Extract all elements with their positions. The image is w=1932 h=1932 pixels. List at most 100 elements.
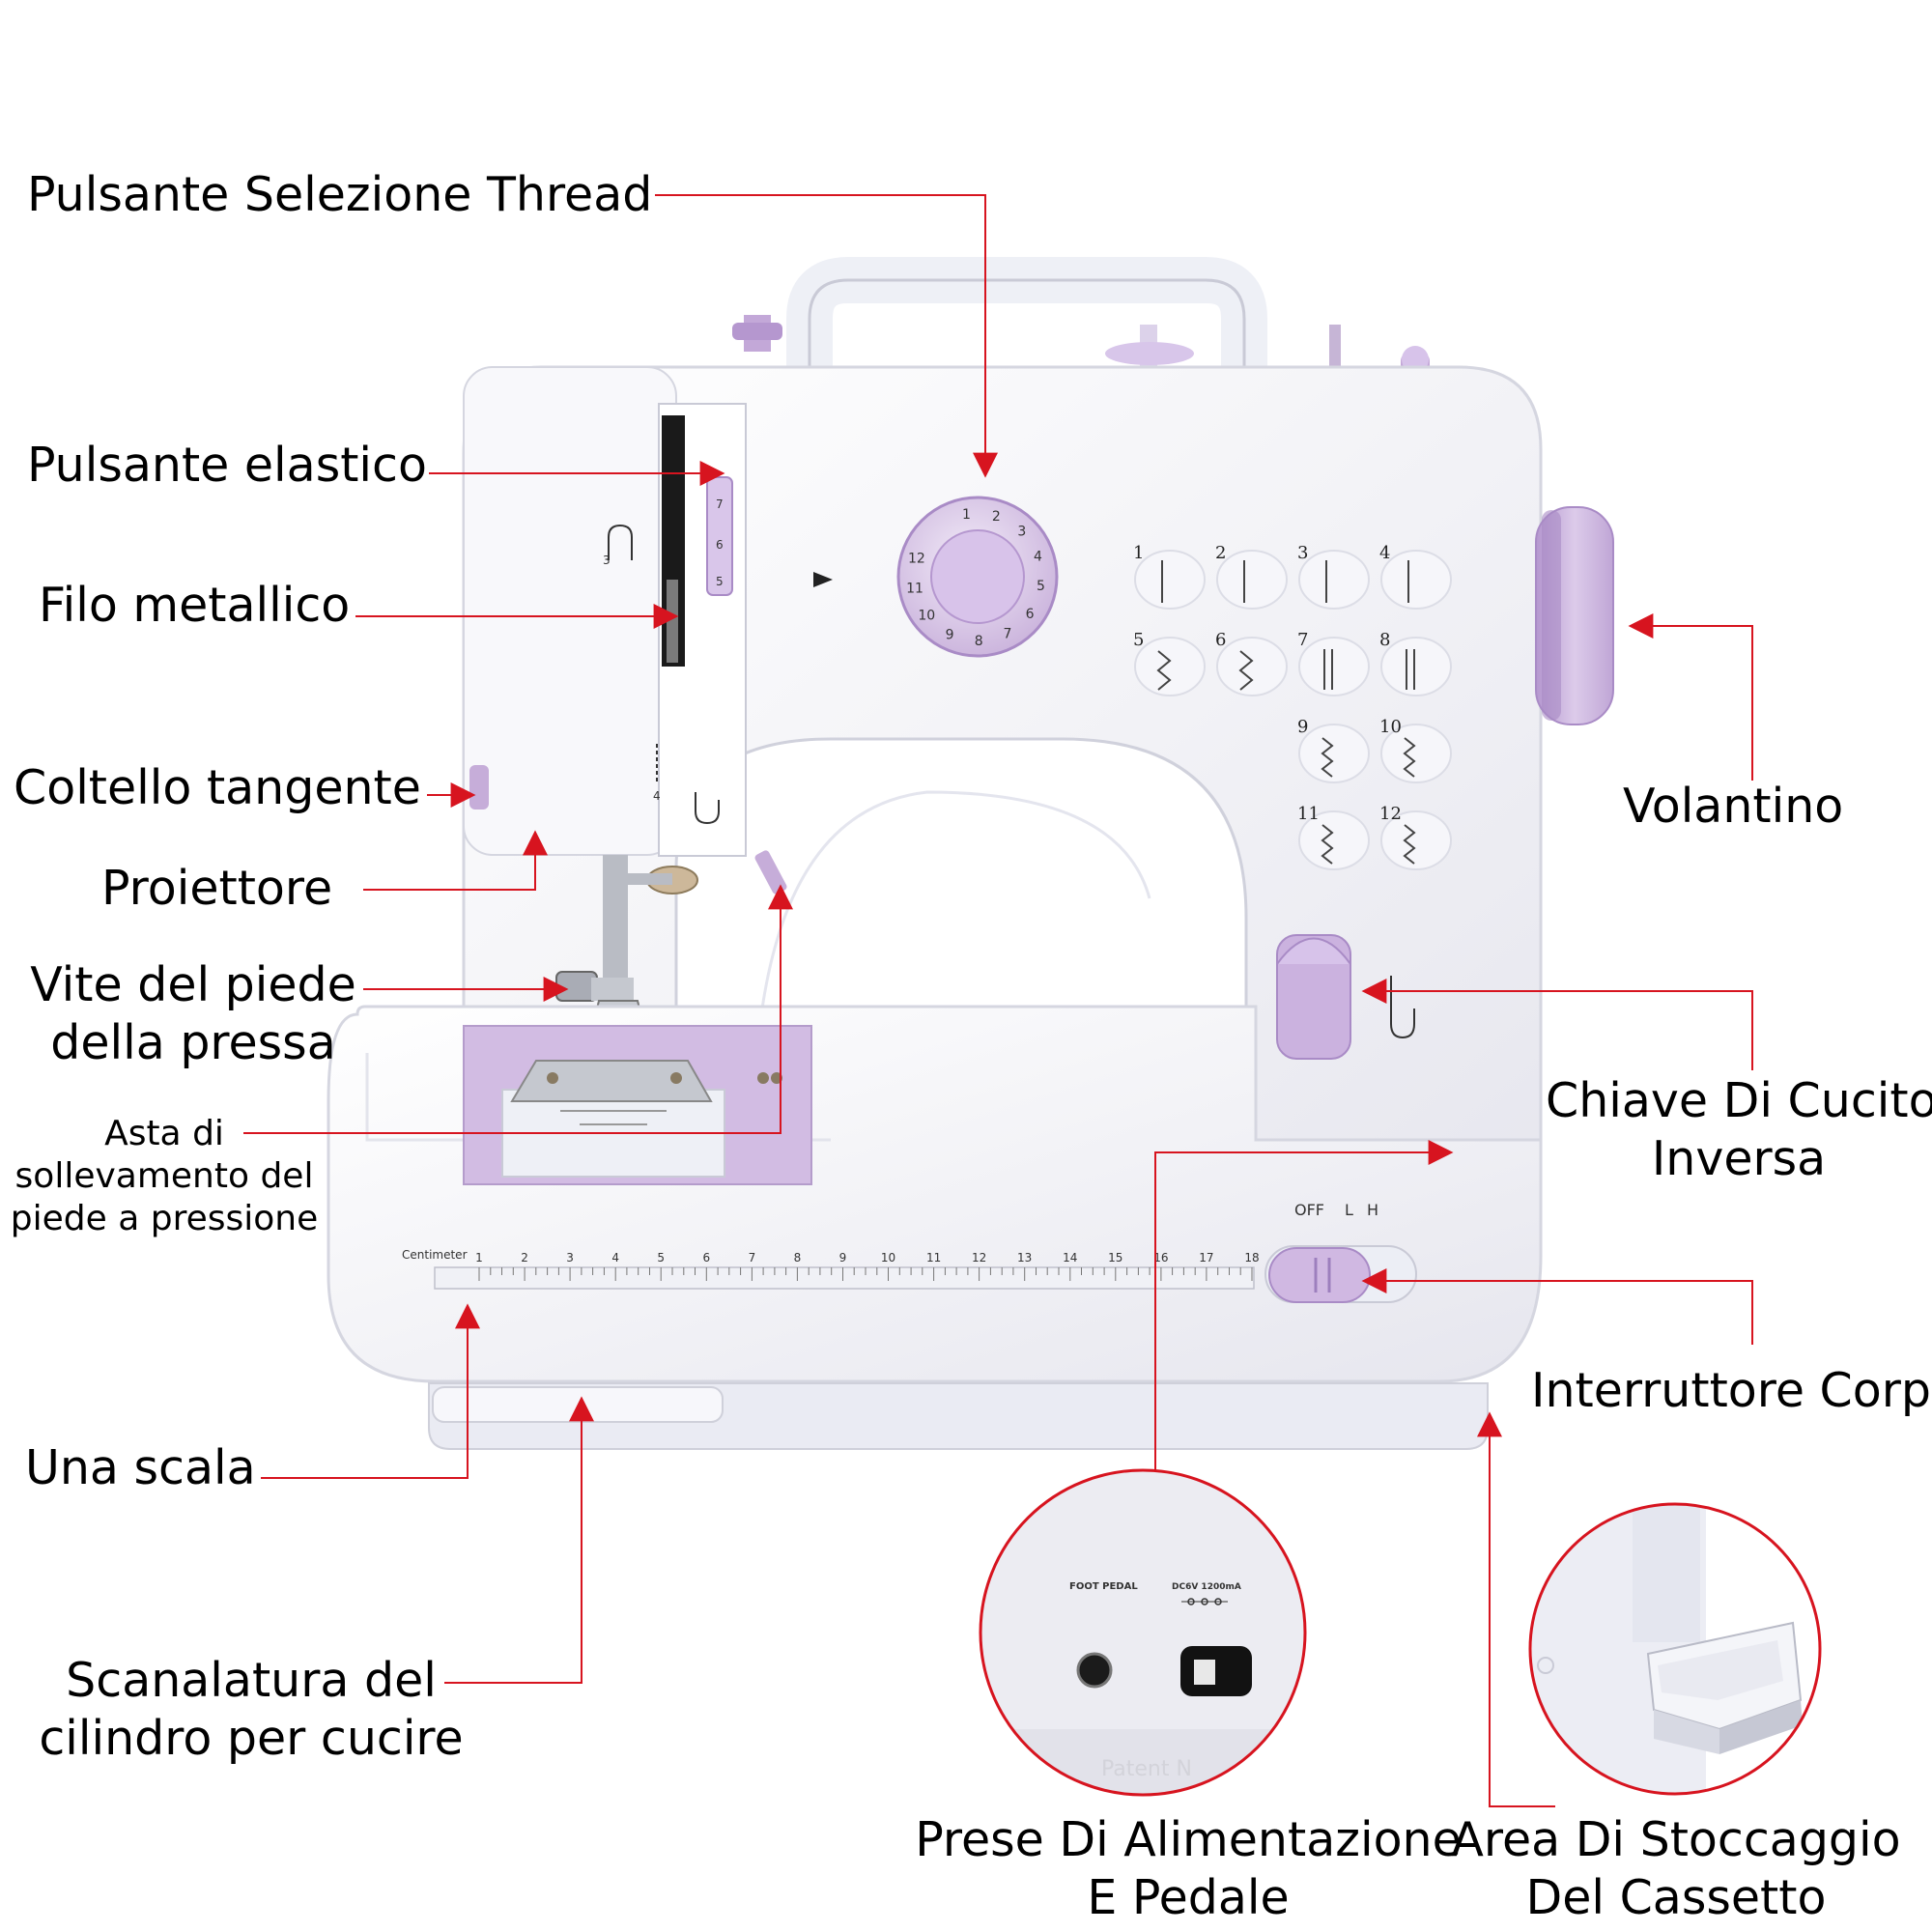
ruler-number: 9 xyxy=(839,1251,847,1264)
dc-power-socket[interactable] xyxy=(1180,1646,1252,1696)
thread-cutter xyxy=(469,765,489,810)
ruler-number: 5 xyxy=(657,1251,665,1264)
power-socket-inset: FOOT PEDAL DC6V 1200mA Patent N xyxy=(979,1468,1307,1797)
stitch-button[interactable]: 8 xyxy=(1379,630,1452,696)
leader-lifting-rod xyxy=(243,884,793,1134)
label-line: piede a pressione xyxy=(10,1198,319,1238)
label-line: Inversa xyxy=(1651,1130,1827,1186)
ruler-number: 7 xyxy=(749,1251,756,1264)
stitch-number: 12 xyxy=(1379,804,1402,824)
ruler-unit: Centimeter xyxy=(402,1248,468,1262)
stitch-button[interactable]: 4 xyxy=(1379,543,1452,610)
leader-thread-button xyxy=(655,194,998,478)
label-line: Vite del piede xyxy=(30,957,356,1012)
stitch-button[interactable]: 9 xyxy=(1297,717,1370,783)
label-line: Chiave Di Cucito xyxy=(1546,1073,1932,1128)
stitch-button[interactable]: 6 xyxy=(1215,630,1288,696)
ruler-number: 12 xyxy=(972,1251,986,1264)
stitch-button[interactable]: 11 xyxy=(1297,804,1370,870)
stitch-button[interactable]: 2 xyxy=(1215,543,1288,610)
leader-handwheel xyxy=(1628,613,1753,781)
handwheel[interactable] xyxy=(1535,506,1614,725)
tension-dial: 7 6 5 xyxy=(706,476,733,596)
stitch-glyph-icon xyxy=(1323,649,1333,690)
ruler-number: 16 xyxy=(1153,1251,1168,1264)
label-metal-wire: Filo metallico xyxy=(39,578,351,633)
label-line: della pressa xyxy=(50,1014,336,1070)
stitch-glyph-icon xyxy=(1156,650,1172,691)
dial-number: 4 xyxy=(1034,550,1042,565)
stitch-number: 10 xyxy=(1379,717,1402,737)
dial-number: 7 xyxy=(1004,626,1012,641)
leader-ruler xyxy=(261,1303,480,1479)
stitch-glyph-icon xyxy=(1238,650,1254,691)
leader-reverse-key xyxy=(1361,979,1753,1070)
leader-cylinder-groove xyxy=(444,1396,594,1684)
stitch-number: 9 xyxy=(1297,717,1308,737)
stitch-number: 3 xyxy=(1297,543,1308,563)
tension-dial-number: 7 xyxy=(716,497,724,511)
label-line: Scanalatura del xyxy=(66,1653,437,1708)
direction-arrow-icon xyxy=(813,572,833,587)
stitch-glyph-icon xyxy=(1321,824,1334,865)
patent-text: Patent N xyxy=(1101,1757,1192,1781)
ruler-number: 11 xyxy=(926,1251,941,1264)
stitch-number: 2 xyxy=(1215,543,1226,563)
ruler-number: 8 xyxy=(794,1251,802,1264)
stitch-button[interactable]: 5 xyxy=(1133,630,1206,696)
stitch-number: 4 xyxy=(1379,543,1390,563)
label-drawer-storage: Area Di Stoccaggio Del Cassetto xyxy=(1439,1811,1913,1927)
label-line: cilindro per cucire xyxy=(39,1710,464,1766)
label-projector: Proiettore xyxy=(101,861,333,916)
label-cylinder-groove: Scanalatura del cilindro per cucire xyxy=(19,1652,483,1768)
reverse-lever[interactable] xyxy=(1276,934,1415,1060)
stitch-glyph-icon xyxy=(1403,737,1416,778)
stitch-glyph-icon xyxy=(1321,737,1334,778)
leader-power-sockets xyxy=(1154,1140,1454,1472)
label-line: Area Di Stoccaggio xyxy=(1451,1812,1901,1867)
stitch-button[interactable]: 12 xyxy=(1379,804,1452,870)
stitch-number: 8 xyxy=(1379,630,1390,650)
switch-low-label: L xyxy=(1345,1201,1353,1219)
ruler-number: 1 xyxy=(475,1251,483,1264)
stitch-glyph-icon xyxy=(1403,824,1416,865)
label-tangent-knife: Coltello tangente xyxy=(14,760,421,815)
dial-number: 9 xyxy=(946,627,954,642)
callout-lines xyxy=(243,194,1753,1807)
stitch-button[interactable]: 3 xyxy=(1297,543,1370,610)
ruler-number: 14 xyxy=(1063,1251,1077,1264)
presser-foot-screw[interactable] xyxy=(555,971,598,1002)
ruler-number: 15 xyxy=(1108,1251,1122,1264)
ruler-number: 3 xyxy=(566,1251,574,1264)
foot-pedal-socket[interactable] xyxy=(1076,1652,1113,1689)
dial-number: 2 xyxy=(992,509,1001,525)
label-ruler: Una scala xyxy=(25,1440,256,1495)
label-handwheel: Volantino xyxy=(1623,779,1844,834)
stitch-number: 6 xyxy=(1215,630,1226,650)
ruler-number: 13 xyxy=(1017,1251,1032,1264)
switch-high-label: H xyxy=(1367,1201,1378,1219)
needle-plate xyxy=(463,1025,812,1185)
stitch-number: 5 xyxy=(1133,630,1144,650)
stitch-button[interactable]: 10 xyxy=(1379,717,1452,783)
label-line: sollevamento del xyxy=(14,1155,314,1196)
dial-number: 11 xyxy=(906,582,923,597)
leader-body-switch xyxy=(1361,1268,1753,1345)
dc-input-label: DC6V 1200mA xyxy=(1172,1582,1241,1592)
ruler-number: 4 xyxy=(611,1251,619,1264)
stitch-number: 1 xyxy=(1133,543,1144,563)
ruler-number: 10 xyxy=(881,1251,895,1264)
label-line: Del Cassetto xyxy=(1525,1869,1827,1925)
stitch-number: 7 xyxy=(1297,630,1308,650)
tension-dial-number: 6 xyxy=(716,538,724,552)
dial-number: 8 xyxy=(975,634,983,649)
stitch-button[interactable]: 7 xyxy=(1297,630,1370,696)
label-line: Asta di xyxy=(104,1114,224,1153)
dial-number: 3 xyxy=(1017,525,1026,540)
label-line: Prese Di Alimentazione xyxy=(915,1812,1462,1867)
stitch-button[interactable]: 1 xyxy=(1133,543,1206,610)
